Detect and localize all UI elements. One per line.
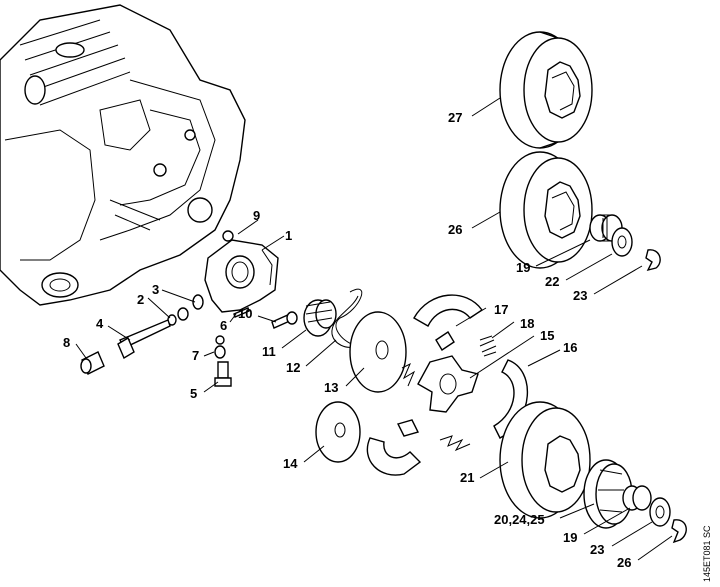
washer-22-lower <box>649 497 671 527</box>
label-7: 7 <box>192 348 199 363</box>
spring-middle <box>401 362 416 387</box>
label-19-upper: 19 <box>516 260 530 275</box>
label-22-upper: 22 <box>545 274 559 289</box>
label-19-lower: 19 <box>563 530 577 545</box>
label-12: 12 <box>286 360 300 375</box>
e-clip-23-upper <box>645 249 661 272</box>
label-9: 9 <box>253 208 260 223</box>
label-4: 4 <box>96 316 104 331</box>
label-22-lower: 23 <box>590 542 604 557</box>
clutch-drum-21 <box>499 401 591 519</box>
clutch-drum-26 <box>499 151 593 269</box>
e-clip-23-lower <box>671 519 687 544</box>
label-1: 1 <box>285 228 292 243</box>
plug-8 <box>80 351 105 375</box>
drawing-code: 145ET081 SC <box>702 525 712 582</box>
label-2: 2 <box>137 292 144 307</box>
label-23-lower: 26 <box>617 555 631 570</box>
label-3: 3 <box>152 282 159 297</box>
label-27: 27 <box>448 110 462 125</box>
leader-lines <box>75 97 673 561</box>
label-5: 5 <box>190 386 197 401</box>
o-ring-2 <box>167 307 189 326</box>
label-20-24-25: 20,24,25 <box>494 512 545 527</box>
label-8: 8 <box>63 335 70 350</box>
callout-labels: 27 26 19 22 23 9 1 3 2 4 8 6 7 5 10 11 1… <box>63 110 712 582</box>
needle-cage-19-lower <box>622 485 652 511</box>
spring-lower <box>439 435 471 452</box>
screw-10 <box>271 311 298 329</box>
label-23-upper: 23 <box>573 288 587 303</box>
oil-pump-housing-1 <box>204 230 279 313</box>
worm-shaft-4 <box>117 319 171 360</box>
label-13: 13 <box>324 380 338 395</box>
o-ring-7 <box>214 335 226 359</box>
clutch-spring-18 <box>479 335 497 357</box>
clutch-shoe-17 <box>413 294 483 351</box>
rim-sprocket-20-24-25 <box>583 459 633 529</box>
worm-gear-11 <box>303 299 337 337</box>
label-6: 6 <box>220 318 227 333</box>
label-14: 14 <box>283 456 298 471</box>
screw-5 <box>214 361 232 387</box>
label-11: 11 <box>262 344 276 359</box>
label-26: 26 <box>448 222 462 237</box>
label-17: 17 <box>494 302 508 317</box>
engine-housing <box>0 4 246 306</box>
disc-13 <box>349 311 407 393</box>
label-10: 10 <box>238 306 252 321</box>
disc-14 <box>315 401 361 463</box>
label-21: 21 <box>460 470 474 485</box>
clutch-drum-27 <box>499 31 593 149</box>
clutch-shoe-lower <box>366 419 422 476</box>
clutch-spider-15 <box>417 355 479 413</box>
label-15: 15 <box>540 328 554 343</box>
label-16: 16 <box>563 340 577 355</box>
spring-washer-3 <box>192 294 204 310</box>
washer-22-upper <box>611 227 633 257</box>
label-18: 18 <box>520 316 534 331</box>
